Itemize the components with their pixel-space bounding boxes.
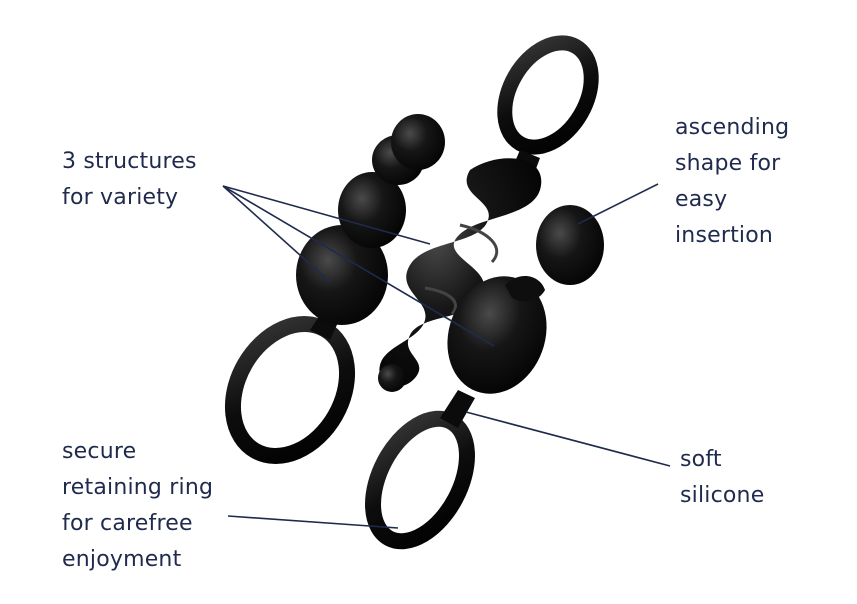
label-ring: secure retaining ring for carefree enjoy… <box>62 434 213 578</box>
right-stem <box>440 390 475 428</box>
label-ascending: ascending shape for easy insertion <box>675 110 789 254</box>
label-silicone: soft silicone <box>680 442 764 514</box>
label-silicone-line-1: soft <box>680 447 722 472</box>
right-retaining-ring <box>365 410 475 550</box>
label-ascending-line-1: ascending <box>675 115 790 140</box>
twisted-tip <box>378 364 406 392</box>
label-variety-line-1: 3 structures <box>62 149 197 174</box>
leader-variety-twisted <box>222 185 431 245</box>
twisted-shaft <box>379 158 542 387</box>
left-retaining-ring <box>224 316 356 464</box>
leader-silicone <box>465 411 671 467</box>
middle-retaining-ring <box>497 35 599 155</box>
leader-variety-ascending <box>222 185 495 347</box>
right-bulb-tip <box>536 205 604 285</box>
label-silicone-line-2: silicone <box>680 483 765 508</box>
twist-highlight-1 <box>459 223 499 264</box>
twist-highlight-2 <box>424 286 457 315</box>
leader-variety-beaded <box>222 185 331 283</box>
leader-ascending <box>577 183 659 225</box>
leader-lines <box>222 183 671 529</box>
left-bead-tip <box>391 114 445 170</box>
left-bead-medium <box>338 172 406 248</box>
right-bulb-large <box>447 276 547 394</box>
twisted-plug <box>378 35 599 392</box>
label-ring-line-1: secure <box>62 439 137 464</box>
label-ascending-line-4: insertion <box>675 223 774 248</box>
label-ring-line-2: retaining ring <box>62 475 214 500</box>
label-ascending-line-3: easy <box>675 187 728 212</box>
beaded-plug <box>224 114 445 464</box>
label-variety: 3 structures for variety <box>62 144 197 216</box>
label-ascending-line-2: shape for <box>675 151 781 176</box>
left-bead-large <box>296 225 388 325</box>
label-variety-line-2: for variety <box>62 185 179 210</box>
right-neck <box>505 275 545 302</box>
leader-ring <box>227 515 399 529</box>
ascending-plug <box>365 205 604 550</box>
label-ring-line-4: enjoyment <box>62 547 182 572</box>
label-ring-line-3: for carefree <box>62 511 193 536</box>
